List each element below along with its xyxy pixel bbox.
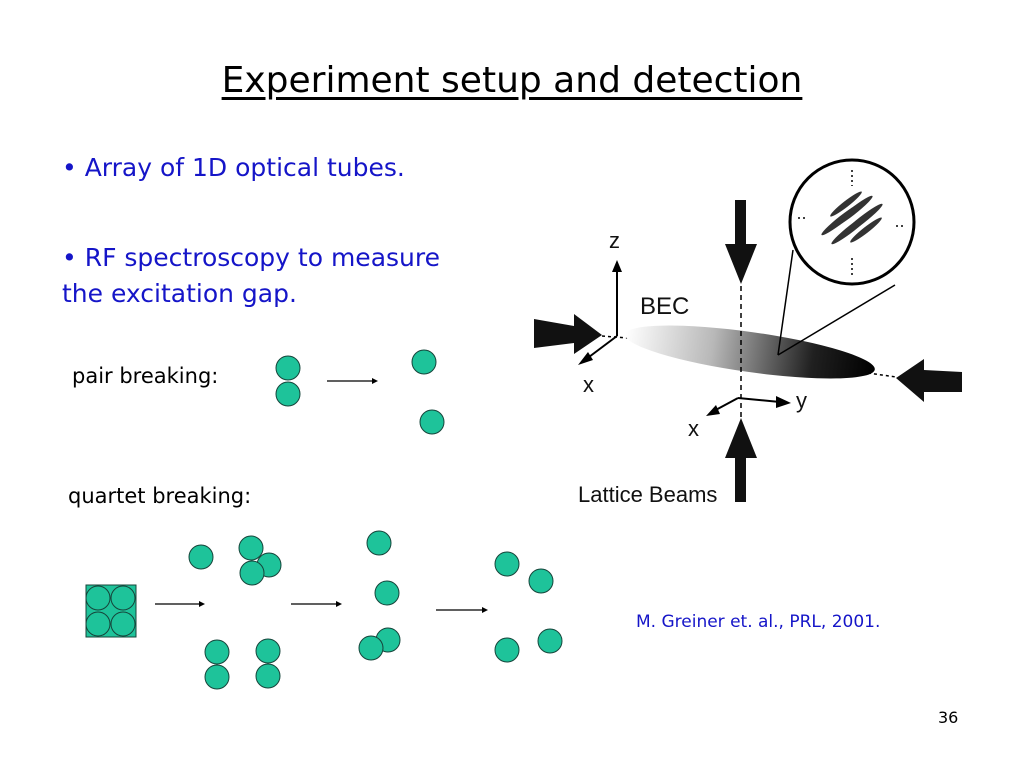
quartet-arrow-2	[291, 601, 342, 607]
atom	[255, 663, 281, 689]
magnified-inset	[777, 158, 916, 356]
quartet-step-1	[188, 535, 282, 690]
atom	[275, 381, 301, 407]
atom	[358, 635, 384, 661]
quartet-arrow-3	[436, 607, 488, 613]
axes-zx: z x	[578, 228, 622, 397]
bullet-line: • Array of 1D optical tubes.	[62, 153, 405, 182]
slide-title: Experiment setup and detection	[221, 60, 803, 101]
atom	[239, 560, 265, 586]
atom	[366, 530, 392, 556]
axis-y-label: y	[796, 388, 807, 413]
atom	[110, 611, 136, 637]
atom	[204, 639, 230, 665]
beam-arrow-left	[534, 314, 629, 354]
axis-x-label: x	[583, 372, 594, 397]
beam-arrow-right	[867, 359, 962, 402]
atom	[85, 585, 111, 611]
quartet-after	[494, 551, 563, 663]
atom	[255, 638, 281, 664]
bullet-rf-spectroscopy: • RF spectroscopy to measure the excitat…	[62, 240, 440, 312]
quartet-before	[85, 584, 137, 638]
lattice-beams-label: Lattice Beams	[578, 482, 717, 507]
axes-xy: y x	[688, 388, 807, 441]
pair-arrow	[327, 378, 378, 384]
atom	[494, 551, 520, 577]
atom	[528, 568, 554, 594]
quartet-step-2	[358, 530, 401, 661]
atom	[411, 349, 437, 375]
pair-breaking-label: pair breaking:	[72, 364, 219, 388]
atom	[419, 409, 445, 435]
bullet-optical-tubes: • Array of 1D optical tubes.	[62, 150, 405, 186]
quartet-breaking-label: quartet breaking:	[68, 484, 252, 508]
bullet-line: the excitation gap.	[62, 279, 297, 308]
citation: M. Greiner et. al., PRL, 2001.	[636, 612, 881, 632]
atom	[374, 580, 400, 606]
pair-after	[411, 349, 445, 435]
bec-label: BEC	[640, 293, 689, 320]
beam-arrow-top	[725, 200, 757, 500]
experiment-diagram: z x BEC	[534, 158, 962, 507]
quartet-arrow-1	[155, 601, 205, 607]
atom	[204, 664, 230, 690]
atom	[85, 611, 111, 637]
optical-tubes	[821, 191, 883, 245]
atom	[188, 544, 214, 570]
atom	[537, 628, 563, 654]
pair-before	[275, 355, 301, 407]
atom	[238, 535, 264, 561]
bullet-line: • RF spectroscopy to measure	[62, 243, 440, 272]
axis-z-label: z	[609, 228, 620, 253]
bec-cloud	[625, 325, 875, 379]
page-number: 36	[938, 708, 959, 727]
atom	[275, 355, 301, 381]
atom	[110, 585, 136, 611]
axis-x2-label: x	[688, 416, 699, 441]
beam-arrow-bottom	[725, 418, 757, 502]
atom	[494, 637, 520, 663]
